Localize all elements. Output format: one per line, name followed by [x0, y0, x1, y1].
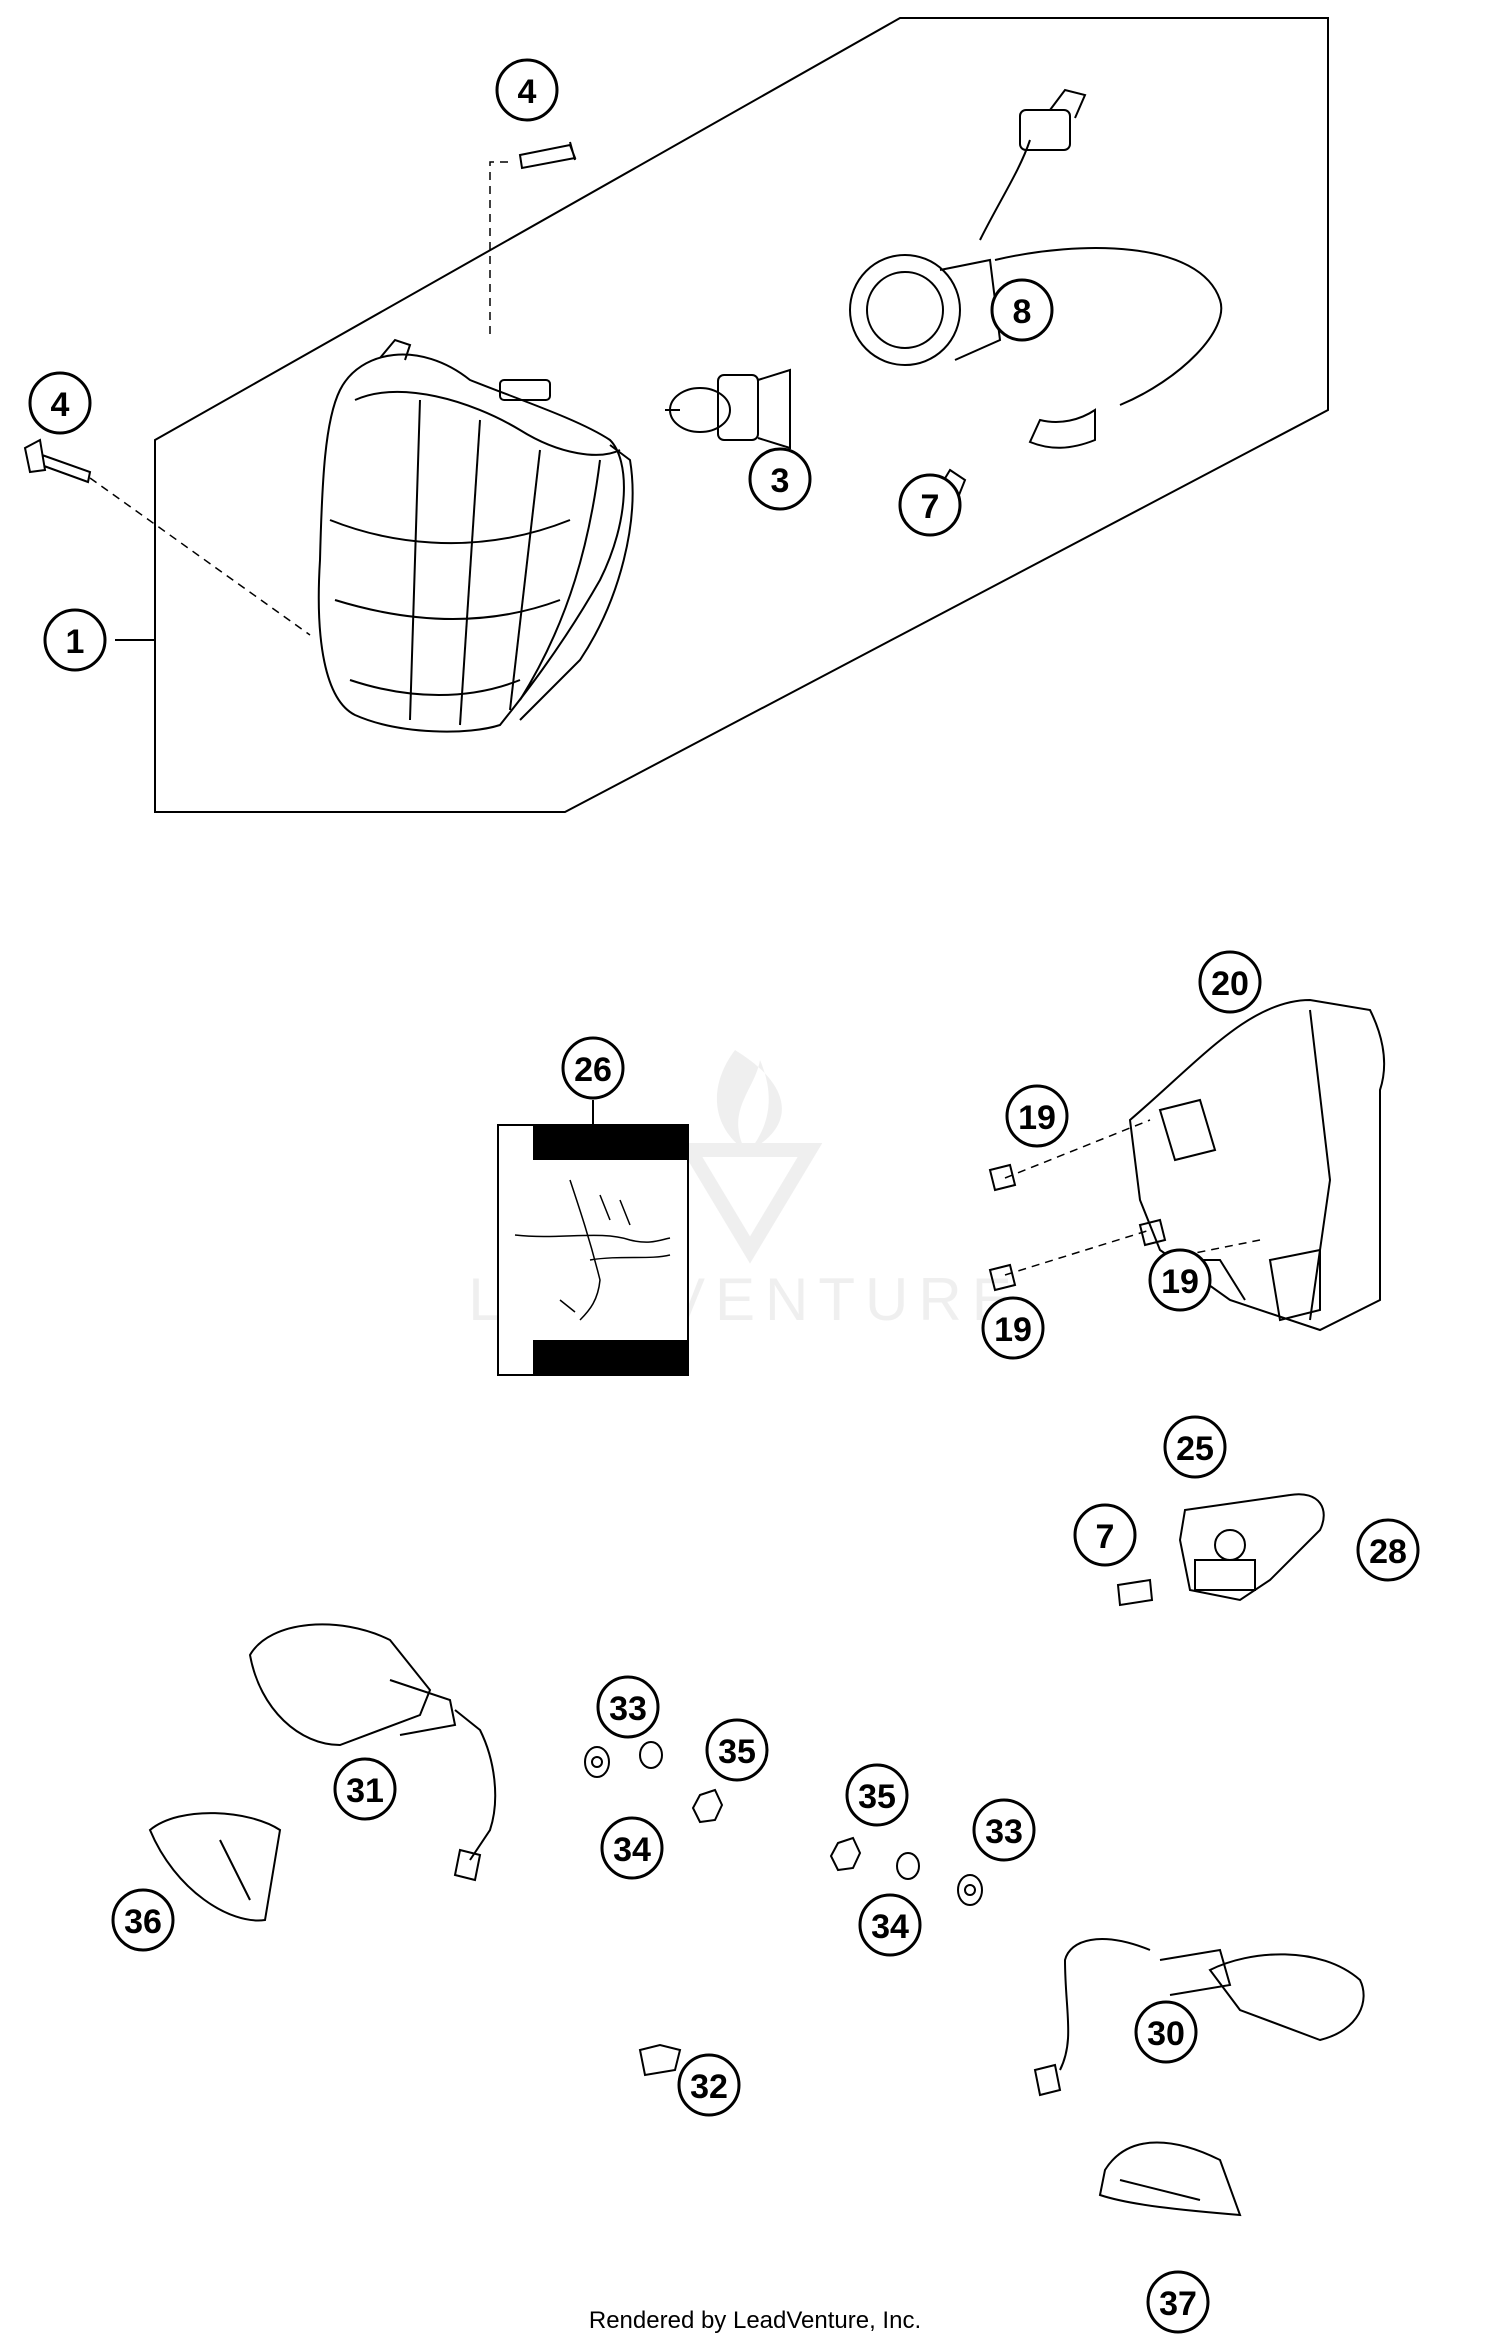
callout-8: 8 — [990, 278, 1054, 342]
screw-part-19 — [988, 1163, 1167, 1292]
callout-label: 7 — [921, 488, 940, 526]
callout-33: 33 — [596, 1675, 660, 1739]
callout-label: 37 — [1159, 2285, 1197, 2323]
callout-37: 37 — [1146, 2270, 1210, 2334]
small-hardware — [584, 1741, 983, 2077]
callout-label: 33 — [609, 1690, 647, 1728]
callout-32: 32 — [677, 2053, 741, 2117]
callout-label: 26 — [574, 1051, 612, 1089]
callout-label: 36 — [124, 1903, 162, 1941]
callout-19: 19 — [981, 1296, 1045, 1360]
callout-3: 3 — [748, 447, 812, 511]
callout-label: 28 — [1369, 1533, 1407, 1571]
bolt-part-4 — [23, 141, 577, 484]
callouts: 4 4 1 8 3 7 20 26 — [28, 58, 1420, 2334]
callout-33: 33 — [972, 1798, 1036, 1862]
callout-label: 7 — [1096, 1518, 1115, 1556]
callout-label: 25 — [1176, 1430, 1214, 1468]
callout-35: 35 — [845, 1763, 909, 1827]
callout-20: 20 — [1198, 950, 1262, 1014]
callout-35: 35 — [705, 1718, 769, 1782]
callout-label: 33 — [985, 1813, 1023, 1851]
callout-7: 7 — [898, 473, 962, 537]
callout-label: 3 — [771, 462, 790, 500]
callout-label: 34 — [613, 1831, 651, 1869]
leader-lines — [89, 161, 1261, 1276]
callout-34: 34 — [600, 1816, 664, 1880]
callout-26: 26 — [561, 1036, 625, 1100]
callout-28: 28 — [1356, 1518, 1420, 1582]
callout-30: 30 — [1134, 2000, 1198, 2064]
lens-part-36 — [148, 1812, 282, 1922]
indicator-part-30 — [1033, 1938, 1365, 2097]
bulb-part-3 — [665, 368, 791, 450]
callout-label: 35 — [858, 1778, 896, 1816]
callout-31: 31 — [333, 1757, 397, 1821]
callout-label: 1 — [66, 623, 85, 661]
wiring-harness-part-26 — [497, 1124, 689, 1376]
lens-part-37 — [1098, 2141, 1242, 2217]
callout-label: 30 — [1147, 2015, 1185, 2053]
callout-25: 25 — [1163, 1415, 1227, 1479]
callout-1: 1 — [43, 608, 107, 672]
callout-label: 19 — [1161, 1263, 1199, 1301]
callout-4: 4 — [495, 58, 559, 122]
indicator-part-31 — [248, 1623, 497, 1882]
callout-19: 19 — [1005, 1084, 1069, 1148]
callout-label: 19 — [994, 1311, 1032, 1349]
callout-label: 8 — [1013, 293, 1032, 331]
callout-label: 34 — [871, 1908, 909, 1946]
callout-label: 4 — [51, 386, 70, 424]
callout-label: 32 — [690, 2068, 728, 2106]
callout-label: 20 — [1211, 965, 1249, 1003]
callout-19: 19 — [1148, 1248, 1212, 1312]
footer-credit: Rendered by LeadVenture, Inc. — [589, 2307, 921, 2334]
callout-label: 31 — [346, 1772, 384, 1810]
headlight-housing — [317, 338, 634, 733]
headlight-group-frame — [154, 17, 1329, 813]
callout-label: 4 — [518, 73, 537, 111]
plate-light-part-25 — [1116, 1493, 1399, 1607]
callout-4: 4 — [28, 371, 92, 435]
callout-7: 7 — [1073, 1503, 1137, 1567]
callout-label: 19 — [1018, 1099, 1056, 1137]
callout-36: 36 — [111, 1888, 175, 1952]
callout-label: 35 — [718, 1733, 756, 1771]
callout-34: 34 — [858, 1893, 922, 1957]
